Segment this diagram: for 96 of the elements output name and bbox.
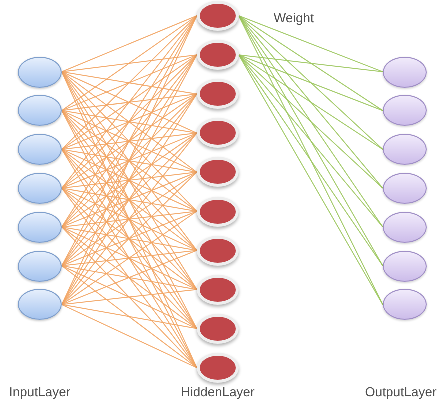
connection-line bbox=[62, 211, 198, 228]
output-neuron bbox=[383, 172, 427, 204]
connection-line bbox=[62, 172, 198, 189]
connection-line bbox=[62, 110, 198, 252]
connection-line bbox=[62, 188, 198, 252]
hidden-neuron bbox=[197, 196, 239, 226]
output-neuron bbox=[383, 250, 427, 282]
connection-line bbox=[62, 54, 198, 112]
connection-line bbox=[62, 54, 198, 150]
input-neuron bbox=[18, 250, 62, 282]
layer-label: OutputLayer bbox=[365, 386, 437, 398]
hidden-neuron bbox=[197, 40, 239, 70]
connection-line bbox=[238, 16, 384, 150]
output-neuron bbox=[383, 95, 427, 126]
connection-line bbox=[62, 226, 198, 330]
connection-line bbox=[62, 304, 198, 368]
hidden-neuron bbox=[197, 314, 239, 344]
connection-line bbox=[62, 250, 198, 266]
connection-line bbox=[62, 172, 198, 266]
connection-line bbox=[62, 16, 198, 72]
connection-line bbox=[62, 266, 198, 368]
connection-line bbox=[62, 149, 198, 252]
connection-line bbox=[62, 110, 198, 173]
connection-line bbox=[238, 54, 384, 112]
hidden-neuron bbox=[197, 274, 239, 305]
connection-line bbox=[62, 211, 198, 266]
layer-label: InputLayer bbox=[9, 386, 71, 398]
connection-line bbox=[62, 54, 198, 72]
connection-line bbox=[62, 16, 198, 150]
connection-line bbox=[62, 54, 198, 189]
weight-label: Weight bbox=[274, 12, 314, 24]
input-neuron bbox=[18, 134, 62, 166]
connection-line bbox=[238, 54, 384, 72]
input-neuron bbox=[18, 289, 62, 320]
hidden-neuron bbox=[197, 352, 239, 383]
connection-line bbox=[62, 94, 198, 228]
output-neuron bbox=[383, 212, 427, 243]
connection-line bbox=[62, 94, 198, 266]
hidden-neuron bbox=[197, 1, 239, 31]
connection-line bbox=[62, 149, 198, 173]
connection-line bbox=[62, 94, 198, 150]
connection-line bbox=[62, 266, 198, 290]
connection-line bbox=[238, 16, 384, 112]
connection-line bbox=[62, 132, 198, 150]
connection-line bbox=[62, 72, 198, 173]
output-neuron bbox=[383, 134, 427, 166]
connection-line bbox=[62, 16, 198, 112]
connection-line bbox=[62, 72, 198, 134]
connection-line bbox=[62, 132, 198, 306]
connection-line bbox=[62, 149, 198, 330]
hidden-neuron bbox=[197, 118, 239, 148]
input-neuron bbox=[18, 95, 62, 126]
output-neuron bbox=[383, 56, 427, 88]
connection-line bbox=[62, 304, 198, 330]
connection-line bbox=[62, 149, 198, 212]
connection-line bbox=[238, 54, 384, 228]
input-neuron bbox=[18, 56, 62, 88]
connection-line bbox=[62, 132, 198, 266]
connection-line bbox=[62, 226, 198, 290]
connection-line bbox=[62, 132, 198, 189]
input-neuron bbox=[18, 212, 62, 243]
connection-line bbox=[62, 226, 198, 368]
connection-line bbox=[62, 211, 198, 306]
connection-line bbox=[238, 54, 384, 189]
connection-line bbox=[62, 172, 198, 228]
connection-line bbox=[62, 188, 198, 290]
connection-line bbox=[62, 188, 198, 368]
connection-line bbox=[62, 188, 198, 330]
connection-line bbox=[62, 110, 198, 134]
connection-line bbox=[238, 16, 384, 189]
connection-line bbox=[238, 16, 384, 72]
connection-line bbox=[62, 172, 198, 306]
connection-line bbox=[62, 250, 198, 306]
hidden-neuron bbox=[197, 79, 239, 110]
layer-label: HiddenLayer bbox=[181, 386, 255, 398]
connection-line bbox=[62, 266, 198, 330]
hidden-neuron bbox=[197, 157, 239, 188]
connection-line bbox=[62, 72, 198, 95]
connection-line bbox=[62, 94, 198, 112]
connection-line bbox=[62, 132, 198, 228]
connection-line bbox=[62, 226, 198, 252]
connection-line bbox=[62, 94, 198, 189]
output-neuron bbox=[383, 289, 427, 320]
connection-line bbox=[62, 72, 198, 252]
connection-line bbox=[62, 54, 198, 228]
connection-line bbox=[62, 289, 198, 306]
connection-line bbox=[62, 149, 198, 290]
input-neuron bbox=[18, 172, 62, 204]
connection-line bbox=[62, 188, 198, 212]
connection-line bbox=[62, 110, 198, 212]
connection-line bbox=[238, 54, 384, 266]
connection-line bbox=[238, 54, 384, 150]
connection-line bbox=[62, 16, 198, 189]
connection-line bbox=[62, 54, 198, 266]
connection-line bbox=[62, 72, 198, 212]
hidden-neuron bbox=[197, 236, 239, 266]
